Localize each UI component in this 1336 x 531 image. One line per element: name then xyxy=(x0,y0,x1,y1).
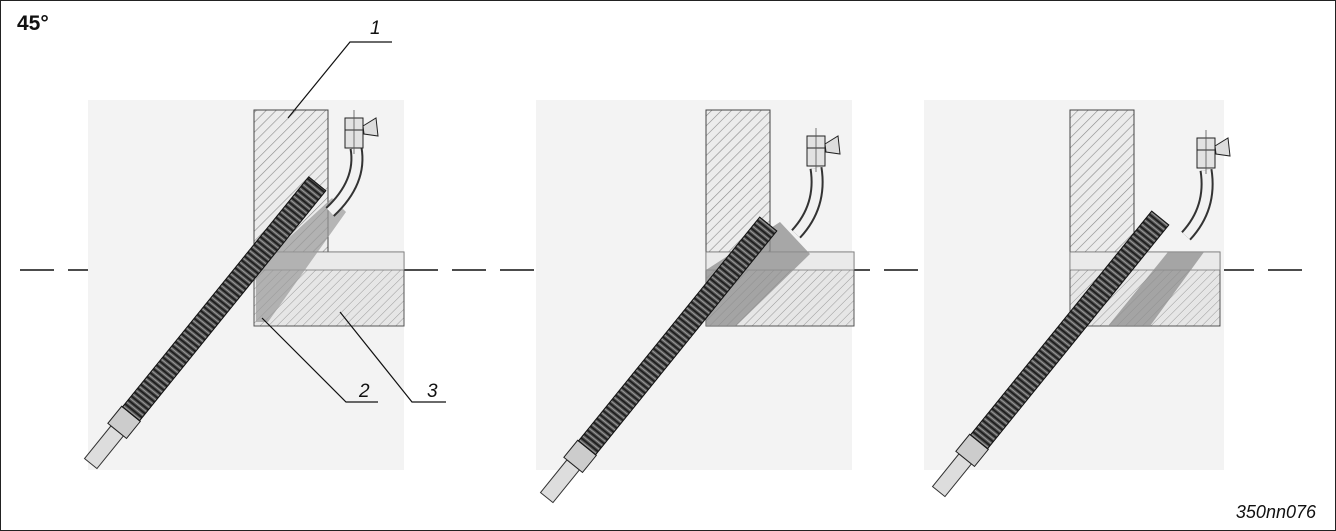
corrugated-hose xyxy=(969,210,1170,450)
sleeve xyxy=(256,198,346,322)
sleeve xyxy=(706,222,810,326)
ball-valve xyxy=(806,128,841,172)
corrugated-hose xyxy=(121,176,327,422)
assembly-3 xyxy=(924,100,1231,498)
leader-3 xyxy=(339,311,446,403)
sleeve xyxy=(1108,252,1204,326)
assembly-1 xyxy=(83,41,446,470)
angle-label: 45° xyxy=(17,12,49,35)
callout-3: 3 xyxy=(427,381,438,402)
ball-valve xyxy=(344,110,379,154)
callout-2: 2 xyxy=(359,381,370,402)
callout-1: 1 xyxy=(370,18,381,39)
assembly-2 xyxy=(536,100,855,504)
ball-valve xyxy=(1196,130,1231,174)
drawing-code: 350nn076 xyxy=(1235,502,1316,522)
leader-2 xyxy=(261,317,378,403)
leader-1 xyxy=(287,41,392,119)
corrugated-hose xyxy=(577,216,778,456)
